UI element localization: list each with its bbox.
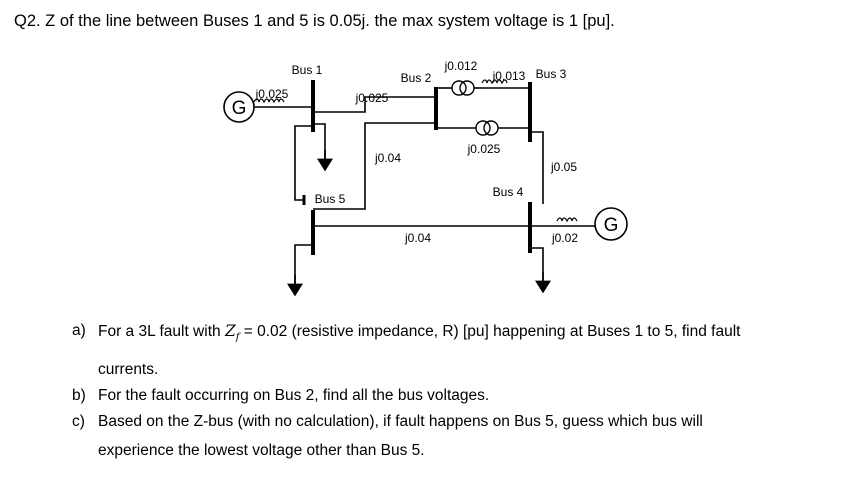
impedance-line-2-5: j0.04 — [374, 151, 401, 165]
question-a: a) For a 3L fault with Zf = 0.02 (resist… — [72, 320, 842, 381]
question-title: Q2. Z of the line between Buses 1 and 5 … — [14, 12, 615, 30]
bus-1-label: Bus 1 — [292, 63, 323, 77]
gen4-transformer-coil — [556, 217, 578, 223]
generator-4-label: G — [604, 215, 619, 236]
zf-symbol: Z — [224, 322, 236, 340]
question-a-text-before: For a 3L fault with — [98, 323, 221, 340]
question-b: b) For the fault occurring on Bus 2, fin… — [72, 385, 842, 407]
question-b-letter: b) — [72, 387, 86, 405]
impedance-line-1-2: j0.025 — [355, 91, 389, 105]
question-c-text-line1: Based on the Z-bus (with no calculation)… — [98, 413, 703, 431]
question-c: c) Based on the Z-bus (with no calculati… — [72, 411, 842, 462]
impedance-line-5-4: j0.04 — [404, 231, 431, 245]
transformer-2-3-top — [436, 79, 530, 96]
question-b-text: For the fault occurring on Bus 2, find a… — [98, 387, 490, 405]
question-list: a) For a 3L fault with Zf = 0.02 (resist… — [72, 320, 842, 464]
transformer-2-3-bottom — [436, 120, 530, 136]
impedance-gen4: j0.02 — [551, 231, 578, 245]
bus-5-label: Bus 5 — [315, 192, 346, 206]
zf-subscript: f — [235, 332, 240, 344]
generator-1: G — [223, 91, 255, 123]
question-a-text-cont: currents. — [98, 361, 159, 379]
line-1-5 — [294, 125, 313, 201]
line-3-4 — [530, 131, 544, 204]
impedance-trans-2-3-c: j0.025 — [467, 142, 501, 156]
bus-3-label: Bus 3 — [536, 67, 567, 81]
impedance-trans-2-3-b: j0.013 — [492, 69, 526, 83]
bus-2-label: Bus 2 — [401, 71, 432, 85]
question-c-text-line2: experience the lowest voltage other than… — [98, 442, 425, 460]
generator-1-label: G — [232, 98, 247, 119]
bus-4-label: Bus 4 — [493, 185, 524, 199]
line-1-2 — [313, 96, 436, 113]
gen1-transformer-coil — [253, 98, 285, 104]
question-a-text-after: = 0.02 (resistive impedance, R) [pu] hap… — [243, 323, 741, 340]
impedance-line-3-4: j0.05 — [550, 160, 577, 174]
one-line-diagram: G j0.025 Bus 1 j0.025 Bus 2 j0.04 j0.012… — [223, 59, 628, 297]
question-c-letter: c) — [72, 413, 85, 431]
question-a-letter: a) — [72, 322, 86, 339]
line-2-5 — [313, 122, 436, 210]
impedance-trans-2-3-a: j0.012 — [444, 59, 478, 73]
generator-4: G — [594, 207, 628, 241]
impedance-gen1: j0.025 — [255, 87, 289, 101]
